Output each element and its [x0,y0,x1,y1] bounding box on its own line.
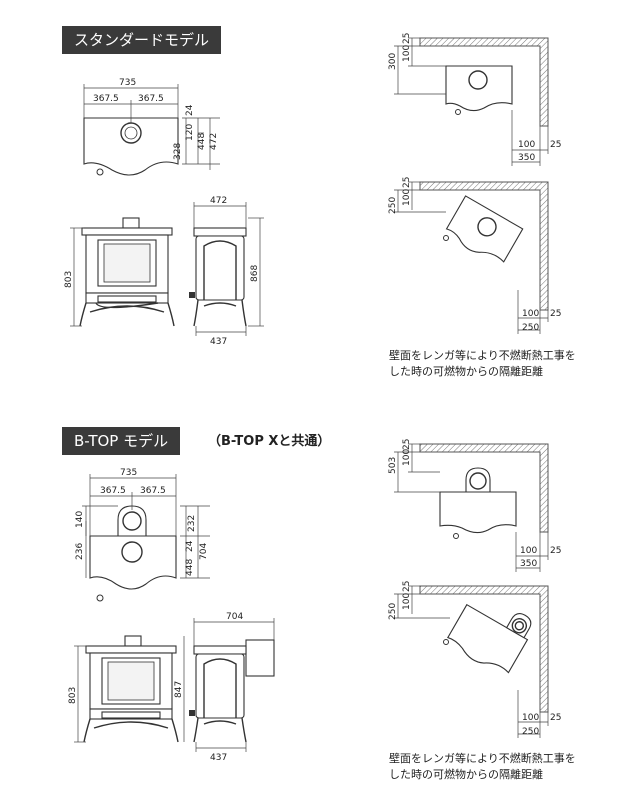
std-front-height: 803 [64,271,74,288]
std-cor-h100: 100 [522,309,539,319]
std-par-v25: 25 [402,33,412,44]
std-par-h350: 350 [518,153,535,163]
btop-front-height: 803 [68,687,78,704]
std-par-h25: 25 [550,140,561,150]
btop-cor-h250: 250 [522,727,539,737]
std-top-d120: 120 [185,124,195,141]
btop-subtitle: （B-TOP Xと共通） [208,434,331,449]
btop-cor-v100: 100 [402,593,412,610]
std-side-height: 868 [250,265,260,282]
btop-cor-v250: 250 [388,603,398,620]
btop-top-d704: 704 [199,543,209,560]
std-top-width: 735 [119,78,136,88]
btop-par-v503: 503 [388,457,398,474]
std-par-v100: 100 [402,45,412,62]
btop-cor-h25: 25 [550,713,561,723]
standard-clearance-note: 壁面をレンガ等により不燃断熱工事を した時の可燃物からの隔離距離 [389,348,576,380]
btop-par-v100: 100 [402,449,412,466]
standard-front-view: 803 [64,217,175,327]
std-cor-h25: 25 [550,309,561,319]
standard-clearance-corner: 250 25 100 100 25 250 [388,177,561,334]
btop-side-view: 704 847 437 [174,612,275,763]
btop-side-depth: 704 [226,612,243,622]
note-line-1: 壁面をレンガ等により不燃断熱工事を [389,752,576,765]
standard-model-label: スタンダードモデル [62,26,222,54]
btop-clearance-note: 壁面をレンガ等により不燃断熱工事を した時の可燃物からの隔離距離 [389,751,576,783]
std-top-d328: 328 [173,143,183,160]
btop-top-d448: 448 [185,559,195,576]
std-top-half-left: 367.5 [93,94,119,104]
btop-top-half-right: 367.5 [140,486,166,496]
std-top-d448: 448 [197,133,207,150]
std-cor-v25: 25 [402,177,412,188]
note-line-2: した時の可燃物からの隔離距離 [389,768,543,781]
btop-cor-v25: 25 [402,581,412,592]
standard-side-view: 472 868 437 [189,196,264,347]
std-top-half-right: 367.5 [138,94,164,104]
std-cor-v100: 100 [402,189,412,206]
btop-par-v25: 25 [402,439,412,450]
note-line-1: 壁面をレンガ等により不燃断熱工事を [389,349,576,362]
btop-side-base: 437 [210,753,227,763]
btop-front-view: 803 [68,635,179,743]
std-side-depth: 472 [210,196,227,206]
btop-top-d140: 140 [75,511,85,528]
std-top-d472: 472 [209,133,219,150]
std-side-base: 437 [210,337,227,347]
btop-model-label: B-TOP モデル [62,427,181,455]
std-cor-v250: 250 [388,197,398,214]
btop-top-d236: 236 [75,543,85,560]
btop-clearance-corner: 250 25 100 100 25 250 [388,581,561,738]
btop-top-d24: 24 [185,540,195,552]
btop-side-height: 847 [174,681,184,698]
btop-top-width: 735 [120,468,137,478]
btop-top-half-left: 367.5 [100,486,126,496]
standard-top-view: 735 367.5 367.5 24 120 328 448 472 [83,78,220,176]
btop-cor-h100: 100 [522,713,539,723]
btop-top-d232: 232 [187,515,197,532]
btop-par-h100: 100 [520,546,537,556]
std-par-h100: 100 [518,140,535,150]
std-top-d24: 24 [185,104,195,116]
std-par-v300: 300 [388,53,398,70]
standard-clearance-parallel: 300 25 100 100 25 350 [388,33,561,166]
btop-par-h350: 350 [520,559,537,569]
btop-top-view: 735 367.5 367.5 140 236 232 24 448 704 [75,468,210,602]
btop-clearance-parallel: 503 25 100 100 25 350 [388,439,561,572]
std-cor-h250: 250 [522,323,539,333]
btop-par-h25: 25 [550,546,561,556]
note-line-2: した時の可燃物からの隔離距離 [389,365,543,378]
